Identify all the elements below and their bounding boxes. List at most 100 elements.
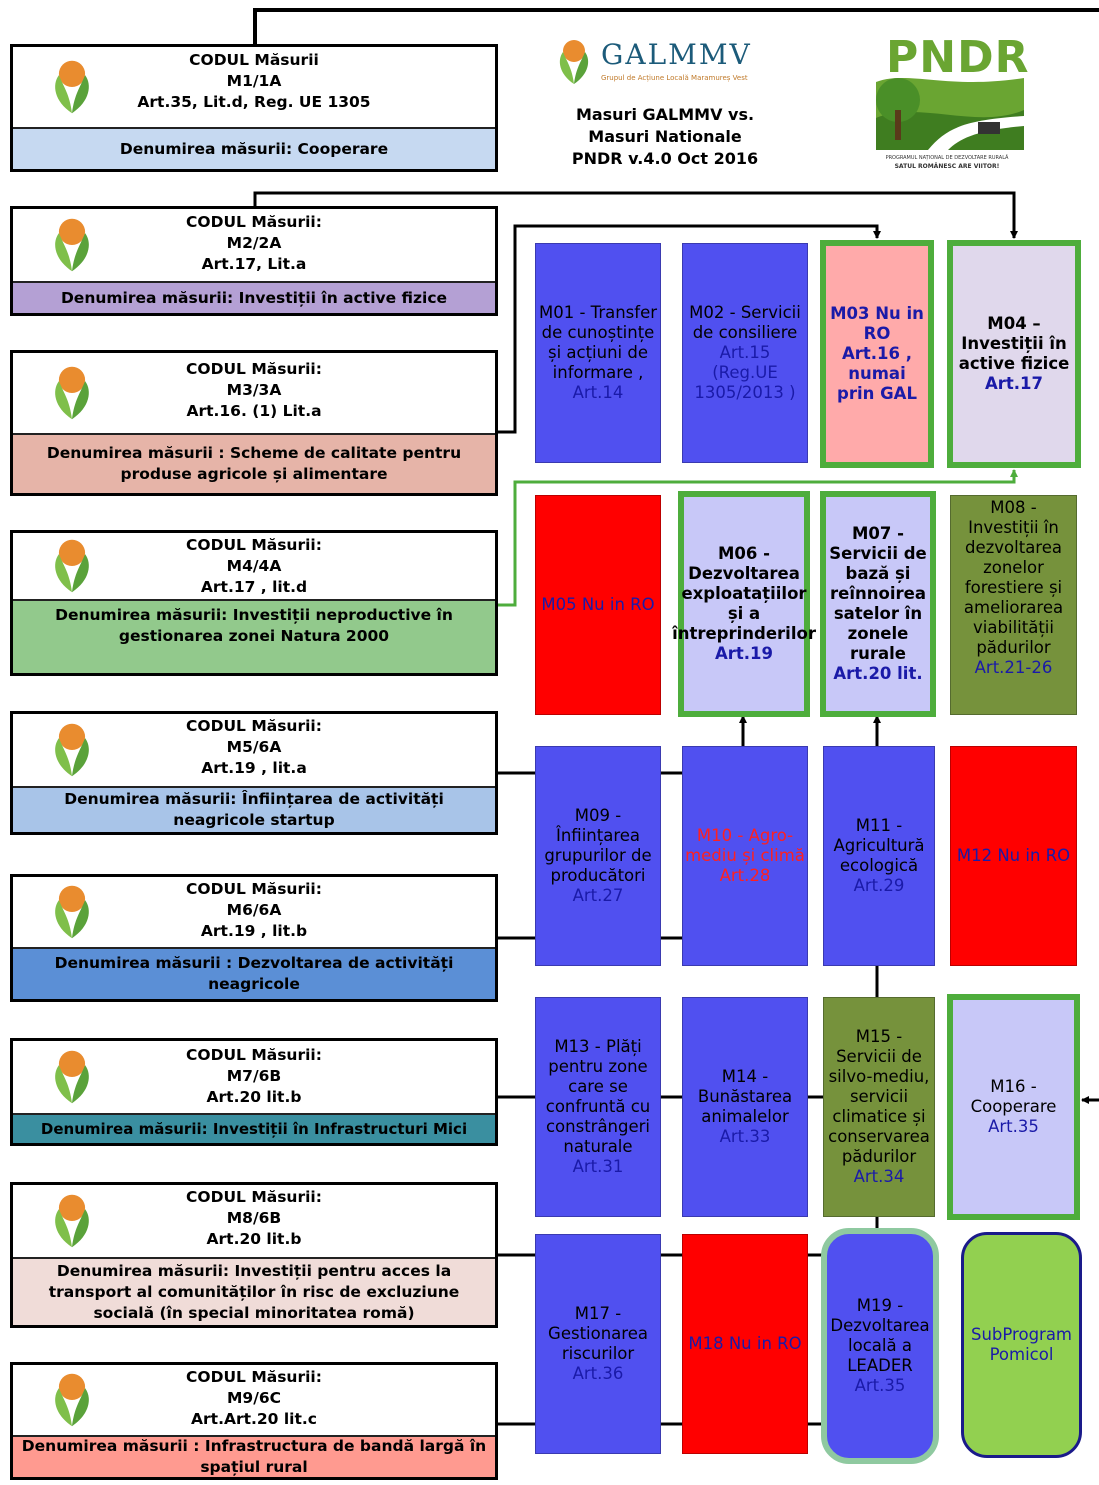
m06-label: M06 - Dezvoltarea exploatațiilor și a în… <box>672 544 816 643</box>
pndr-name: PNDR <box>886 32 1030 83</box>
gal-m7-denumire: Denumirea măsurii: Investiții în Infrast… <box>13 1113 495 1143</box>
gal-m7-article: Art.20 lit.b <box>206 1088 302 1106</box>
gal-m5-code-label: CODUL Măsurii: <box>186 717 322 735</box>
m09-label: M09 - Înființarea grupurilor de producăt… <box>544 806 652 885</box>
m15-article: Art.34 <box>853 1167 905 1186</box>
gal-m3-denumire: Denumirea măsurii : Scheme de calitate p… <box>13 433 495 493</box>
gal-measure-m1: CODUL Măsurii M1/1A Art.35, Lit.d, Reg. … <box>10 44 498 172</box>
national-measure-m14: M14 - Bunăstarea animalelor Art.33 <box>682 997 808 1217</box>
gal-m9-denumire: Denumirea măsurii : Infrastructura de ba… <box>13 1435 495 1477</box>
m08-label: M08 - Investiții în dezvoltarea zonelor … <box>963 498 1064 657</box>
galmmv-logo-icon <box>55 218 89 272</box>
national-measure-m03: M03 Nu in RO Art.16 , numai prin GAL <box>820 240 934 468</box>
m14-label: M14 - Bunăstarea animalelor <box>697 1067 793 1126</box>
m13-label: M13 - Plăți pentru zone care se confrunt… <box>545 1037 651 1156</box>
pndr-subtitle-2: SATUL ROMÂNESC ARE VIITOR! <box>894 163 1000 170</box>
gal-m5-code: M5/6A <box>226 738 282 756</box>
title-line-2: Masuri Nationale <box>588 127 742 146</box>
gal-m9-code-label: CODUL Măsurii: <box>186 1368 322 1386</box>
galmmv-name: GALMMV <box>601 38 752 71</box>
gal-m8-denumire: Denumirea măsurii: Investiții pentru acc… <box>13 1257 495 1325</box>
galmmv-logo-icon <box>55 60 89 114</box>
m05-label: M05 Nu in RO <box>541 595 655 614</box>
m12-label: M12 Nu in RO <box>956 846 1071 865</box>
national-measure-m15: M15 - Servicii de silvo-mediu, servicii … <box>823 997 935 1217</box>
m18-label: M18 Nu in RO <box>688 1334 802 1353</box>
national-measure-m10: M10 - Agro-mediu și climă Art.28 <box>682 746 808 966</box>
gal-m7-code-label: CODUL Măsurii: <box>186 1046 322 1064</box>
m02-article: Art.15 (Reg.UE 1305/2013 ) <box>694 343 796 402</box>
gal-m6-code: M6/6A <box>226 901 282 919</box>
gal-measure-m3: CODUL Măsurii: M3/3A Art.16. (1) Lit.a D… <box>10 350 498 496</box>
m11-label: M11 - Agricultură ecologică <box>833 816 925 875</box>
gal-m5-denumire: Denumirea măsurii: Înființarea de activi… <box>13 786 495 832</box>
gal-m9-article: Art.Art.20 lit.c <box>191 1410 317 1428</box>
subprogram-pomicol: SubProgram Pomicol <box>961 1232 1082 1458</box>
gal-m8-article: Art.20 lit.b <box>206 1230 302 1248</box>
gal-measure-m8: CODUL Măsurii: M8/6B Art.20 lit.b Denumi… <box>10 1182 498 1328</box>
gal-m1-code: M1/1A <box>226 72 282 90</box>
national-measure-m11: M11 - Agricultură ecologică Art.29 <box>823 746 935 966</box>
gal-m4-code: M4/4A <box>226 557 282 575</box>
gal-m3-code: M3/3A <box>226 381 282 399</box>
gal-m8-code: M8/6B <box>226 1209 282 1227</box>
gal-measure-m2: CODUL Măsurii: M2/2A Art.17, Lit.a Denum… <box>10 206 498 316</box>
national-measure-m08: M08 - Investiții în dezvoltarea zonelor … <box>950 495 1077 715</box>
galmmv-logo-icon <box>55 1373 89 1427</box>
national-measure-m09: M09 - Înființarea grupurilor de producăt… <box>535 746 661 966</box>
national-measure-m12: M12 Nu in RO <box>950 746 1077 966</box>
gal-m6-code-label: CODUL Măsurii: <box>186 880 322 898</box>
gal-m2-code: M2/2A <box>226 234 282 252</box>
national-measure-m17: M17 - Gestionarea riscurilor Art.36 <box>535 1234 661 1454</box>
m17-article: Art.36 <box>572 1364 624 1383</box>
pndr-subtitle-1: PROGRAMUL NAȚIONAL DE DEZVOLTARE RURALĂ <box>885 155 1009 161</box>
m15-label: M15 - Servicii de silvo-mediu, servicii … <box>828 1027 930 1166</box>
galmmv-logo-icon <box>55 885 89 939</box>
gal-measure-m6: CODUL Măsurii: M6/6A Art.19 , lit.b Denu… <box>10 874 498 1002</box>
gal-m2-article: Art.17, Lit.a <box>201 255 307 273</box>
national-measure-m16: M16 - Cooperare Art.35 <box>947 994 1080 1220</box>
galmmv-logo-icon <box>55 1050 89 1104</box>
m14-article: Art.33 <box>719 1127 771 1146</box>
gal-measure-m7: CODUL Măsurii: M7/6B Art.20 lit.b Denumi… <box>10 1038 498 1146</box>
pndr-logo: PNDR PROGRAMUL NAȚIONAL DE DEZVOLTARE RU… <box>868 30 1030 175</box>
subprogram-label: SubProgram Pomicol <box>970 1325 1073 1364</box>
title-line-3: PNDR v.4.0 Oct 2016 <box>571 149 759 168</box>
m04-article: Art.17 <box>984 374 1044 393</box>
page-title: Masuri GALMMV vs. Masuri Nationale PNDR … <box>545 104 785 170</box>
m01-label: M01 - Transfer de cunoștințe și acțiuni … <box>538 303 658 382</box>
gal-measure-m9: CODUL Măsurii: M9/6C Art.Art.20 lit.c De… <box>10 1362 498 1480</box>
m16-article: Art.35 <box>988 1117 1039 1136</box>
national-measure-m04: M04 – Investiții în active fizice Art.17 <box>947 240 1081 468</box>
gal-m6-article: Art.19 , lit.b <box>200 922 308 940</box>
galmmv-subtitle: Grupul de Acțiune Locală Maramureș Vest <box>601 74 748 82</box>
m02-label: M02 - Servicii de consiliere <box>689 303 801 342</box>
m01-article: Art.14 <box>572 383 624 402</box>
gal-m9-code: M9/6C <box>226 1389 282 1407</box>
m16-label: M16 - Cooperare <box>970 1077 1057 1116</box>
m19-article: Art.35 <box>854 1376 906 1395</box>
m11-article: Art.29 <box>853 876 905 895</box>
national-measure-m18: M18 Nu in RO <box>682 1234 808 1454</box>
m07-article: Art.20 lit. <box>833 664 923 683</box>
gal-measure-m4: CODUL Măsurii: M4/4A Art.17 , lit.d Denu… <box>10 530 498 676</box>
national-measure-m06: M06 - Dezvoltarea exploatațiilor și a în… <box>672 491 816 717</box>
gal-m7-code: M7/6B <box>226 1067 282 1085</box>
m10-article: Art.28 <box>719 866 771 885</box>
galmmv-logo-icon <box>559 40 589 84</box>
m17-label: M17 - Gestionarea riscurilor <box>548 1304 648 1363</box>
galmmv-logo-icon <box>55 1194 89 1248</box>
gal-m2-code-label: CODUL Măsurii: <box>186 213 322 231</box>
national-measure-m02: M02 - Servicii de consiliere Art.15 (Reg… <box>682 243 808 463</box>
galmmv-header: GALMMV Grupul de Acțiune Locală Maramure… <box>553 38 803 93</box>
gal-m4-denumire: Denumirea măsurii: Investiții neproducti… <box>13 599 495 673</box>
national-measure-m07: M07 - Servicii de bază și reînnoirea sat… <box>820 491 936 717</box>
national-measure-m05: M05 Nu in RO <box>535 495 661 715</box>
galmmv-logo-icon <box>55 539 89 593</box>
gal-m1-article: Art.35, Lit.d, Reg. UE 1305 <box>137 93 371 111</box>
gal-m1-denumire: Denumirea măsurii: Cooperare <box>13 127 495 169</box>
gal-m1-code-label: CODUL Măsurii <box>189 51 319 69</box>
m06-article: Art.19 <box>714 644 774 663</box>
m10-label: M10 - Agro-mediu și climă <box>685 826 805 865</box>
m13-article: Art.31 <box>572 1157 624 1176</box>
